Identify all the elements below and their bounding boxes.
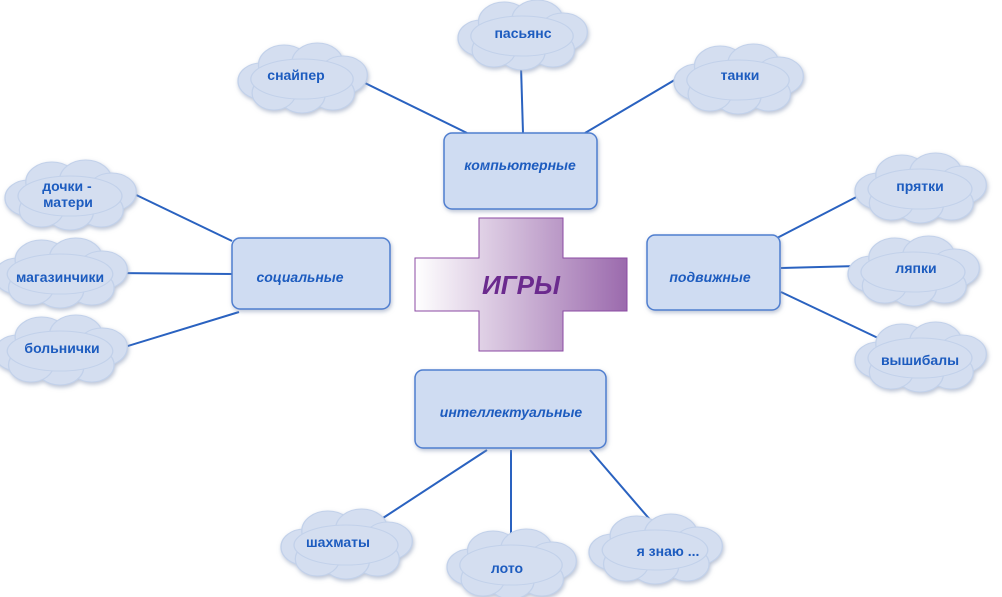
connector-intellectual-iknow	[589, 449, 653, 523]
connector-computer-sniper	[364, 82, 468, 134]
category-computer[interactable]: компьютерные	[443, 132, 598, 210]
category-active[interactable]: подвижные	[646, 234, 781, 311]
leaf-chess[interactable]: шахматы	[280, 508, 413, 580]
category-intellectual[interactable]: интеллектуальные	[414, 369, 607, 449]
connector-computer-tanks	[584, 74, 684, 134]
leaf-dodgeball[interactable]: вышибалы	[854, 321, 987, 393]
connector-social-hospitals	[117, 311, 240, 350]
leaf-sniper[interactable]: снайпер	[237, 42, 368, 114]
leaf-hide-seek[interactable]: прятки	[854, 152, 987, 224]
leaf-tag-label: ляпки	[895, 260, 936, 276]
leaf-hospitals-label: больнички	[24, 340, 99, 356]
category-social-label: социальные	[256, 269, 343, 285]
leaf-solitaire-label: пасьянс	[494, 25, 551, 41]
connector-lines	[117, 65, 879, 533]
leaf-daughters-mothers[interactable]: дочки - матери	[4, 159, 137, 231]
connector-computer-solitaire	[520, 65, 524, 134]
connector-social-daughters	[129, 191, 233, 242]
connector-active-tag	[780, 265, 859, 269]
leaf-tag[interactable]: ляпки	[847, 235, 980, 307]
leaf-hospitals[interactable]: больнички	[0, 314, 128, 386]
category-social[interactable]: социальные	[231, 237, 391, 310]
connector-active-hideseek	[776, 191, 867, 239]
category-computer-label: компьютерные	[464, 157, 576, 173]
leaf-daughters-mothers-line1: дочки -	[42, 178, 92, 194]
leaf-i-know-label: я знаю ...	[637, 543, 700, 559]
category-intellectual-label: интеллектуальные	[440, 404, 583, 420]
center-cross: ИГРЫ	[414, 217, 628, 352]
leaf-shops[interactable]: магазинчики	[0, 237, 128, 309]
leaf-dodgeball-label: вышибалы	[881, 352, 959, 368]
leaf-chess-label: шахматы	[306, 534, 370, 550]
leaf-tanks-label: танки	[721, 67, 760, 83]
leaf-hide-seek-label: прятки	[896, 178, 943, 194]
leaf-shops-label: магазинчики	[16, 269, 104, 285]
leaf-lotto[interactable]: лото	[446, 528, 577, 597]
leaf-solitaire[interactable]: пасьянс	[457, 0, 588, 71]
center-title: ИГРЫ	[482, 270, 561, 300]
leaf-lotto-label: лото	[491, 560, 523, 576]
category-active-label: подвижные	[669, 269, 750, 285]
leaf-sniper-label: снайпер	[267, 67, 324, 83]
connector-intellectual-chess	[382, 449, 488, 519]
connector-social-shops	[117, 272, 233, 275]
leaf-tanks[interactable]: танки	[673, 43, 804, 115]
connector-active-dodgeball	[780, 291, 879, 339]
leaf-i-know[interactable]: я знаю ...	[588, 513, 723, 585]
leaf-daughters-mothers-line2: матери	[43, 194, 93, 210]
